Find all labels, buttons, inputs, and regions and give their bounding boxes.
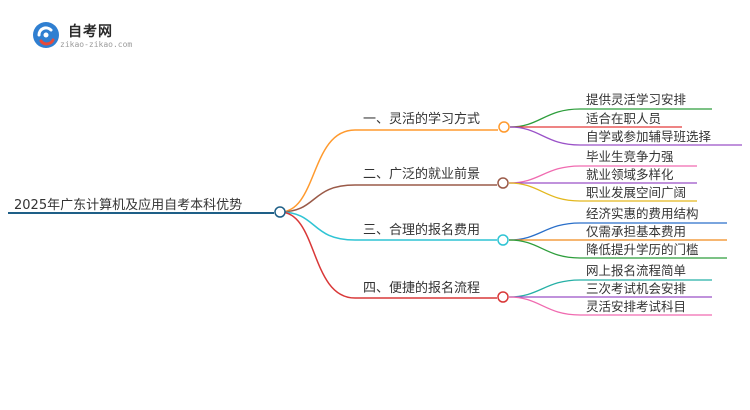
connector-leaf-1-3 <box>509 126 742 146</box>
leaf-label-1-1: 提供灵活学习安排 <box>586 92 687 107</box>
leaf-label-2-2: 就业领域多样化 <box>586 167 674 182</box>
branch-node-3 <box>497 234 509 246</box>
site-url: zikao-zikao.com <box>60 40 133 49</box>
site-title: 自考网 <box>68 24 113 40</box>
connector-leaf-4-3 <box>508 296 712 316</box>
leaf-label-4-3: 灵活安排考试科目 <box>586 299 687 314</box>
mindmap-root: 2025年广东计算机及应用自考本科优势 <box>14 198 243 213</box>
logo-icon <box>33 22 59 48</box>
branch-node-2 <box>497 177 509 189</box>
leaf-label-1-3: 自学或参加辅导班选择 <box>586 129 712 144</box>
branch-node-4 <box>497 291 509 303</box>
branch-label-4: 四、便捷的报名流程 <box>363 281 481 296</box>
connector-leaf-1-1 <box>509 108 712 128</box>
branch-label-2: 二、广泛的就业前景 <box>363 167 481 182</box>
connector-branch-2 <box>279 184 497 213</box>
leaf-label-2-3: 职业发展空间广阔 <box>586 185 687 200</box>
connector-branch-1 <box>279 129 498 213</box>
connector-leaf-3-3 <box>508 239 727 259</box>
branch-label-1: 一、灵活的学习方式 <box>363 112 481 127</box>
leaf-label-1-2: 适合在职人员 <box>586 111 662 126</box>
connector-branch-3 <box>279 211 497 241</box>
connector-leaf-3-1 <box>508 222 727 241</box>
leaf-label-4-2: 三次考试机会安排 <box>586 281 687 296</box>
leaf-label-3-2: 仅需承担基本费用 <box>586 224 687 239</box>
connector-leaf-2-1 <box>508 165 697 184</box>
root-node <box>274 206 286 218</box>
connector-leaf-4-1 <box>508 279 712 298</box>
leaf-label-3-3: 降低提升学历的门槛 <box>586 242 699 257</box>
branch-node-1 <box>498 121 510 133</box>
connector-branch-4 <box>279 211 497 299</box>
connector-leaf-2-3 <box>508 182 697 202</box>
leaf-label-4-1: 网上报名流程简单 <box>586 263 687 278</box>
leaf-label-2-1: 毕业生竞争力强 <box>586 149 674 164</box>
branch-label-3: 三、合理的报名费用 <box>363 223 481 238</box>
leaf-label-3-1: 经济实惠的费用结构 <box>586 206 699 221</box>
